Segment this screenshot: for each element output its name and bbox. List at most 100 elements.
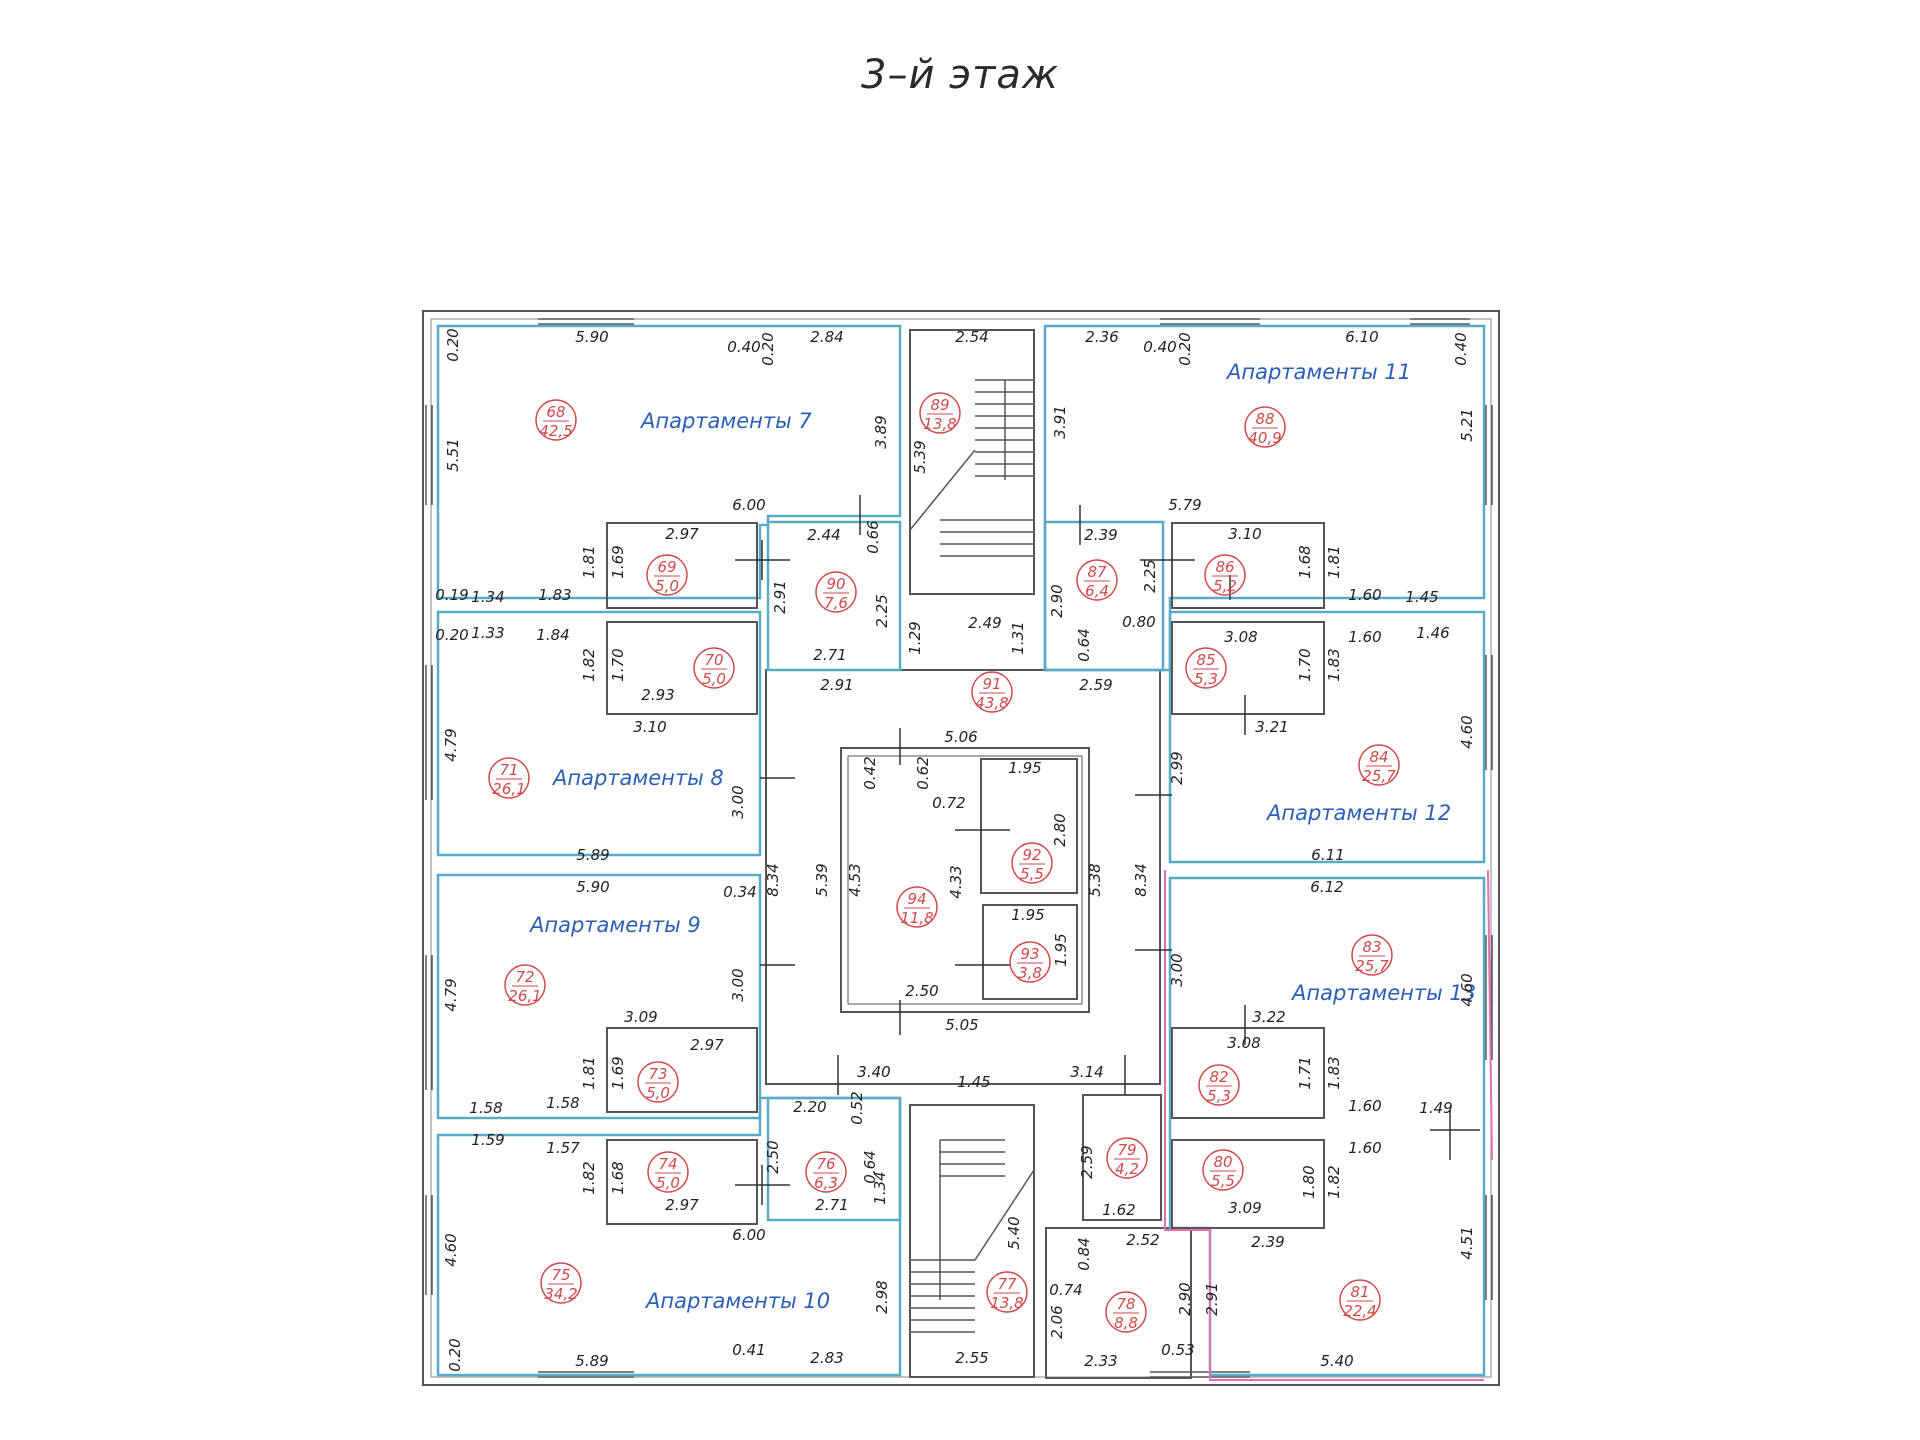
- dimension-label: 1.29: [906, 621, 924, 654]
- room-marker-circle: [1076, 559, 1118, 601]
- dimension-label: 1.70: [609, 648, 627, 681]
- dimension-label: 1.82: [580, 648, 598, 681]
- room-area: 8,8: [1114, 1314, 1138, 1332]
- dimension-label: 5.06: [944, 728, 977, 746]
- room-number: 72: [515, 968, 534, 986]
- apartment-label: Апартаменты 7: [639, 409, 812, 433]
- dimension-label: 4.53: [846, 863, 864, 896]
- room-marker-circle: [1351, 934, 1393, 976]
- dimension-label: 8.34: [764, 863, 782, 896]
- room-marker-circle: [637, 1061, 679, 1103]
- room-marker-circle: [805, 1151, 847, 1193]
- room-82-outline: [1171, 1027, 1325, 1119]
- door-marks: [735, 495, 1480, 1205]
- dimension-label: 1.69: [609, 545, 627, 578]
- room-78-outline: [1045, 1227, 1192, 1379]
- room-area: 42,5: [539, 422, 572, 440]
- room-marker-86: 865,2: [1204, 554, 1246, 596]
- room-87-outline: [1043, 520, 1165, 672]
- room-area: 13,8: [923, 415, 956, 433]
- room-marker-circle: [1185, 647, 1227, 689]
- room-number: 94: [907, 890, 926, 908]
- room-number: 71: [499, 761, 518, 779]
- room-marker-circle: [919, 392, 961, 434]
- dimension-label: 2.44: [807, 526, 840, 544]
- dimension-label: 2.33: [1084, 1352, 1117, 1370]
- room-number: 91: [982, 675, 1001, 693]
- room-area: 26,1: [492, 780, 525, 798]
- room-area: 3,8: [1018, 964, 1042, 982]
- dimension-label: 2.59: [1078, 1145, 1096, 1178]
- room-number: 90: [826, 575, 845, 593]
- room-marker-78: 788,8: [1105, 1291, 1147, 1333]
- dimension-label: 1.31: [1009, 621, 1027, 654]
- dimension-label: 0.19: [435, 586, 468, 604]
- apartment-labels: Апартаменты 7 Апартаменты 8 Апартаменты …: [528, 360, 1476, 1313]
- windows: [425, 318, 1493, 1378]
- dimension-label: 1.60: [1348, 1139, 1381, 1157]
- dimension-label: 1.68: [609, 1161, 627, 1194]
- stair-south: [909, 1104, 1035, 1378]
- room-number: 77: [997, 1275, 1017, 1293]
- partition-lines: [1164, 869, 1493, 1381]
- apartment-label: Апартаменты 13: [1290, 981, 1476, 1005]
- stair-north: [909, 329, 1035, 595]
- room-marker-92: 925,5: [1011, 842, 1053, 884]
- room-marker-circle: [504, 964, 546, 1006]
- dimension-label: 1.68: [1296, 545, 1314, 578]
- room-area: 13,8: [990, 1294, 1023, 1312]
- room-number: 83: [1362, 938, 1381, 956]
- dimension-label: 2.71: [815, 1196, 848, 1214]
- room-number: 70: [704, 651, 723, 669]
- room-marker-80: 805,5: [1202, 1149, 1244, 1191]
- room-marker-circle: [540, 1262, 582, 1304]
- dimension-label: 2.59: [1079, 676, 1112, 694]
- room-number: 75: [551, 1266, 570, 1284]
- dimension-label: 1.81: [1325, 545, 1343, 578]
- dimension-label: 0.53: [1161, 1341, 1194, 1359]
- dimension-label: 1.70: [1296, 648, 1314, 681]
- room-marker-79: 794,2: [1106, 1137, 1148, 1179]
- room-markers: 6842,5695,0705,07126,17226,1735,0745,075…: [488, 392, 1400, 1333]
- dimension-label: 1.60: [1348, 586, 1381, 604]
- dimension-label: 1.84: [536, 626, 569, 644]
- room-area: 5,5: [1020, 865, 1044, 883]
- dimension-label: 5.21: [1458, 408, 1476, 441]
- dimension-label: 1.82: [1325, 1165, 1343, 1198]
- room-area: 5,3: [1207, 1087, 1231, 1105]
- room-marker-circle: [647, 1151, 689, 1193]
- room-area: 25,7: [1355, 957, 1389, 975]
- room-marker-circle: [535, 399, 577, 441]
- room-area: 5,0: [646, 1084, 670, 1102]
- small-rooms: [606, 522, 1325, 1229]
- dimension-label: 2.20: [793, 1098, 826, 1116]
- dimension-label: 2.90: [1176, 1282, 1194, 1315]
- dimension-label: 6.11: [1311, 846, 1344, 864]
- dimension-label: 3.10: [633, 718, 666, 736]
- apartment-label: Апартаменты 8: [551, 766, 724, 790]
- room-marker-93: 933,8: [1009, 941, 1051, 983]
- room-marker-circle: [1011, 842, 1053, 884]
- dimension-label: 2.97: [690, 1036, 724, 1054]
- room-marker-circle: [986, 1271, 1028, 1313]
- dimension-label: 2.50: [905, 982, 938, 1000]
- room-area: 22,4: [1343, 1302, 1376, 1320]
- building-outline: [422, 310, 1500, 1386]
- room-marker-76: 766,3: [805, 1151, 847, 1193]
- dimension-label: 1.81: [580, 545, 598, 578]
- dimension-label: 4.79: [442, 728, 460, 761]
- dimension-label: 1.34: [871, 1171, 889, 1204]
- dimension-label: 3.09: [624, 1008, 657, 1026]
- dimension-label: 3.00: [1168, 953, 1186, 986]
- dimension-label: 2.91: [1203, 1282, 1221, 1315]
- room-85-outline: [1171, 621, 1325, 715]
- room-area: 7,6: [824, 594, 848, 612]
- dimension-label: 1.45: [957, 1073, 990, 1091]
- room-marker-circle: [1358, 744, 1400, 786]
- dimension-label: 1.80: [1300, 1165, 1318, 1198]
- room-marker-69: 695,0: [646, 554, 688, 596]
